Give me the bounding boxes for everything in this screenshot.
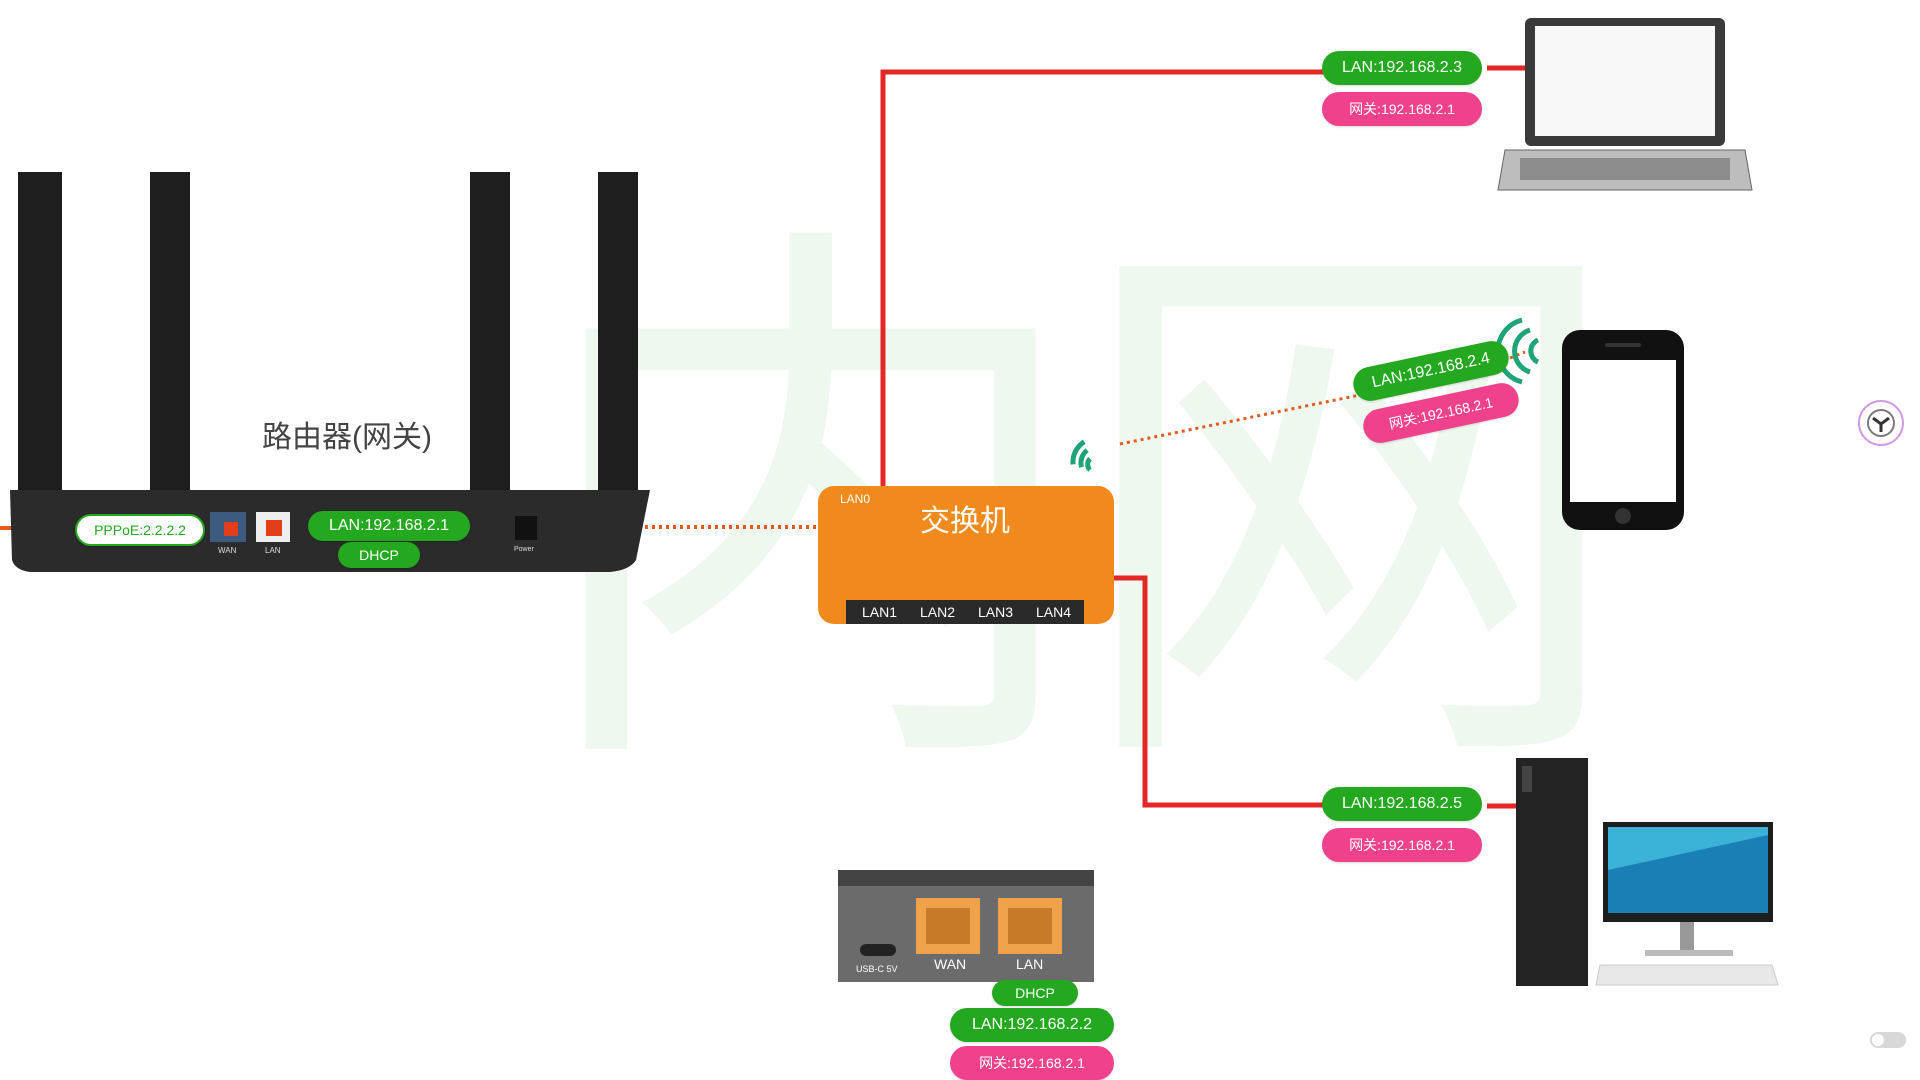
minipc-lan-port-label: LAN xyxy=(1016,956,1044,972)
minipc-lan-label: LAN:192.168.2.2 xyxy=(950,1008,1114,1042)
desktop-icon xyxy=(1516,758,1779,986)
router-dhcp-label: DHCP xyxy=(338,542,420,568)
switch-port-strip xyxy=(846,600,1084,624)
wifi-signal-icon xyxy=(1070,439,1092,472)
switch-port-lan1: LAN1 xyxy=(862,604,898,620)
switch-lan0-label: LAN0 xyxy=(840,492,871,506)
minipc-gateway-label: 网关:192.168.2.1 xyxy=(950,1046,1114,1080)
phone-wireless-link xyxy=(1119,393,1361,446)
laptop-wire xyxy=(880,69,1330,578)
assistant-logo-icon xyxy=(1867,409,1895,437)
switch-port-lan3: LAN3 xyxy=(978,604,1014,620)
minipc-wan-port-label: WAN xyxy=(934,956,967,972)
mini-pc-icon xyxy=(838,870,1094,982)
switch-title: 交换机 xyxy=(920,505,1010,538)
laptop-lan-label: LAN:192.168.2.3 xyxy=(1322,51,1482,85)
desktop-lan-label: LAN:192.168.2.5 xyxy=(1322,787,1482,821)
minipc-dhcp-label: DHCP xyxy=(992,980,1078,1006)
router-icon xyxy=(10,172,650,572)
laptop-gateway-label: 网关:192.168.2.1 xyxy=(1322,92,1482,126)
toggle-switch[interactable] xyxy=(1870,1032,1906,1048)
router-lan-port-label: LAN xyxy=(265,546,281,555)
router-lan-label: LAN:192.168.2.1 xyxy=(308,511,470,541)
phone-icon xyxy=(1562,330,1684,530)
pppoe-label: PPPoE:2.2.2.2 xyxy=(75,514,205,546)
switch-port-lan2: LAN2 xyxy=(920,604,956,620)
router-wan-port-label: WAN xyxy=(218,546,237,555)
assistant-floating-icon[interactable] xyxy=(1858,400,1904,446)
desktop-gateway-label: 网关:192.168.2.1 xyxy=(1322,828,1482,862)
router-power-label: Power xyxy=(514,546,534,553)
laptop-icon xyxy=(1497,18,1753,191)
switch-port-lan4: LAN4 xyxy=(1036,604,1072,620)
router-title: 路由器(网关) xyxy=(262,421,432,454)
minipc-usb-label: USB-C 5V xyxy=(856,964,898,974)
